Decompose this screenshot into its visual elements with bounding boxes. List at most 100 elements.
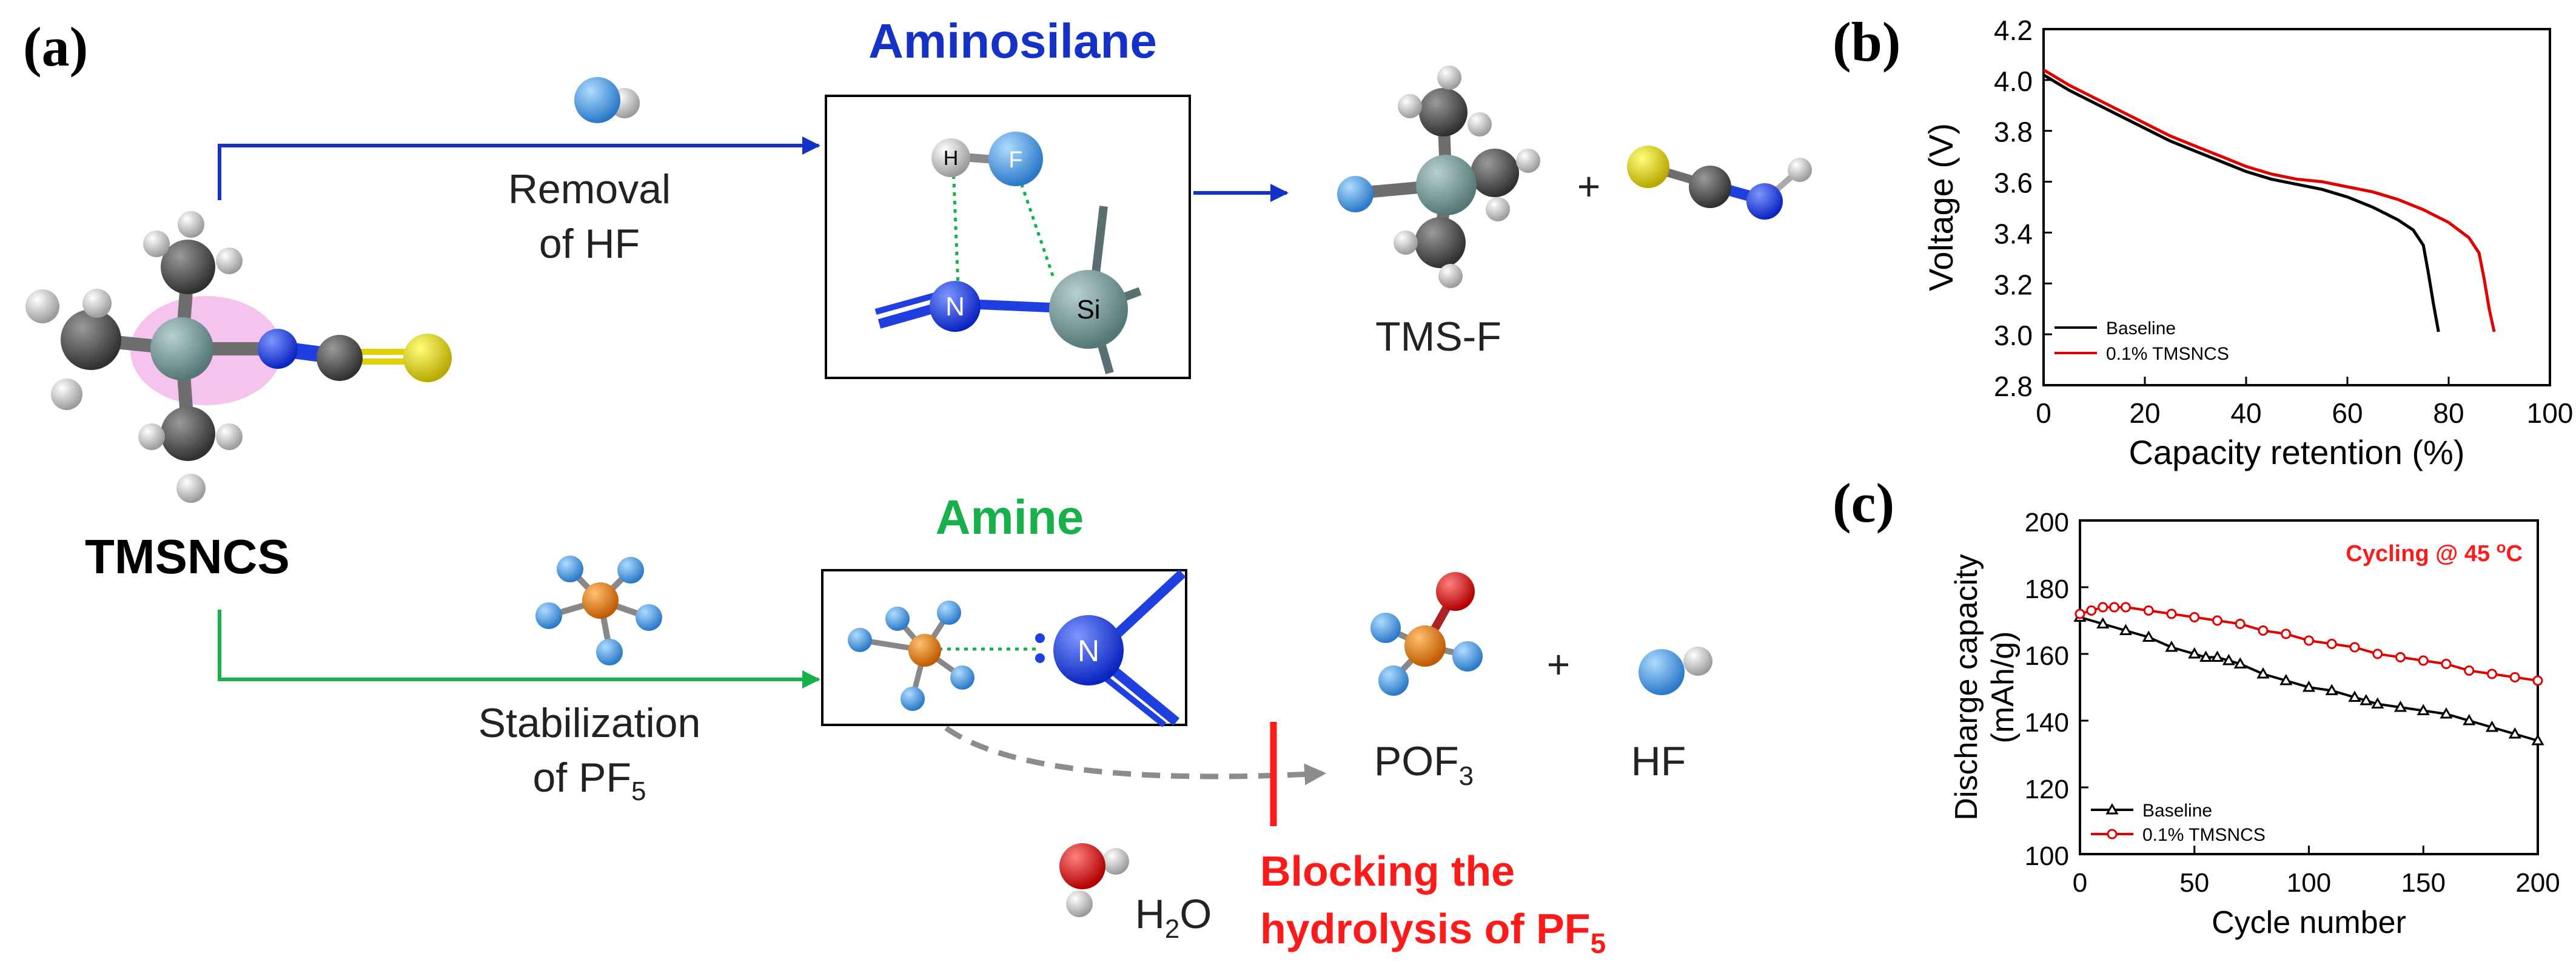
x-tick-label: 50 [2179, 868, 2209, 898]
data-point [2258, 625, 2269, 636]
data-point [2360, 693, 2373, 705]
y-tick-label: 200 [2025, 508, 2069, 537]
data-point [2212, 615, 2222, 626]
x-axis-label: Capacity retention (%) [2128, 433, 2464, 471]
data-point [2109, 602, 2120, 613]
upper-step-line1: Removal [508, 166, 671, 212]
data-point [2325, 684, 2338, 695]
y-tick-label: 140 [2025, 708, 2069, 738]
legend-label: 0.1% TMSNCS [2142, 825, 2266, 845]
y-tick-label: 4.0 [1994, 66, 2033, 97]
legend-marker [2105, 803, 2119, 815]
upper-atom-n: N [945, 292, 965, 322]
block-line2-main: hydrolysis of PF [1260, 905, 1591, 952]
lower-interaction-box [821, 569, 1187, 726]
legend-label: Baseline [2106, 318, 2176, 338]
x-tick-label: 60 [2332, 397, 2363, 429]
data-point [2417, 704, 2430, 715]
data-point [2371, 697, 2384, 709]
data-point [2393, 700, 2407, 712]
data-point [2210, 650, 2224, 662]
data-point [2235, 619, 2246, 629]
upper-path-arrow [218, 136, 820, 200]
upper-atom-h: H [944, 147, 959, 170]
annotation-sup: o [2497, 538, 2506, 556]
data-point [2189, 612, 2200, 622]
data-point [2509, 672, 2520, 682]
block-line2-sub: 5 [1591, 928, 1606, 959]
lower-step-line1: Stabilization [478, 700, 701, 746]
water-main: H [1135, 891, 1165, 937]
water-sub: 2 [1165, 914, 1179, 944]
hf-molecule-icon [574, 77, 640, 123]
panel-a-label: (a) [23, 16, 88, 78]
data-point [2098, 602, 2108, 613]
x-tick-label: 100 [2527, 397, 2574, 429]
panel-b-label: (b) [1833, 11, 1900, 73]
panel-c-label: (c) [1833, 472, 1894, 534]
lower-path-arrow [218, 610, 820, 689]
water-label: H2O [1135, 891, 1212, 944]
data-point [2302, 680, 2316, 692]
data-point [2372, 648, 2383, 659]
lower-product1-sub: 3 [1459, 761, 1474, 791]
data-point [2281, 628, 2292, 639]
y-tick-label: 160 [2025, 641, 2069, 671]
data-point [2349, 642, 2360, 653]
data-point [2142, 630, 2155, 642]
water-molecule-icon [1059, 843, 1129, 917]
data-point [2485, 720, 2499, 732]
plot-frame [2042, 28, 2551, 386]
x-tick-label: 20 [2129, 397, 2160, 429]
y-tick-label: 2.8 [1994, 371, 2033, 402]
lower-step-line2-sub: 5 [631, 776, 646, 806]
data-point [2143, 605, 2154, 616]
aminosilane-interaction-icon [874, 132, 1142, 374]
upper-product1-label: TMS-F [1375, 314, 1501, 360]
lower-plus-sign: + [1547, 642, 1571, 687]
upper-atom-f: F [1008, 147, 1022, 173]
y-tick-label: 3.8 [1994, 116, 2033, 148]
data-point [2508, 727, 2521, 739]
chart-annotation: Cycling @ 45 oC [2346, 538, 2523, 567]
data-point [2487, 668, 2497, 679]
lower-product1-label: POF3 [1374, 738, 1474, 791]
data-point [2086, 605, 2097, 616]
tms-f-molecule-icon [1337, 66, 1540, 288]
hf-product-icon [1639, 647, 1712, 695]
y-tick-label: 4.2 [1994, 15, 2033, 46]
lower-atom-n: N [1078, 634, 1099, 668]
series-line-0 [2042, 73, 2440, 332]
data-point [2304, 635, 2314, 646]
data-point [2121, 602, 2131, 613]
data-point [2463, 713, 2476, 726]
data-point [2075, 608, 2085, 619]
lower-step-line2-main: of PF [533, 755, 632, 801]
y-axis-label: Voltage (V) [1922, 123, 1960, 291]
upper-plus-sign: + [1577, 164, 1601, 209]
amine-interaction-icon [848, 570, 1186, 727]
upper-title: Aminosilane [868, 14, 1157, 68]
y-tick-label: 100 [2025, 841, 2069, 871]
lower-product2-label: HF [1631, 738, 1686, 784]
data-point [2119, 624, 2133, 635]
lower-product1-main: POF [1374, 738, 1459, 784]
data-point [2464, 665, 2475, 676]
legend-label: Baseline [2142, 801, 2212, 821]
reagent-label: TMSNCS [85, 530, 290, 584]
data-point [2532, 675, 2543, 686]
data-point [2096, 617, 2110, 628]
data-point [2279, 673, 2293, 685]
y-tick-label: 3.0 [1994, 320, 2033, 351]
block-line2: hydrolysis of PF5 [1260, 905, 1606, 959]
y-axis-label-line1: Discharge capacity [1949, 554, 1984, 820]
x-tick-label: 80 [2433, 397, 2464, 429]
data-point [2326, 639, 2337, 649]
data-point [2256, 667, 2270, 679]
y-tick-label: 3.2 [1994, 269, 2033, 300]
y-tick-label: 120 [2025, 775, 2069, 804]
data-point [2165, 640, 2178, 652]
y-tick-label: 180 [2025, 574, 2069, 604]
